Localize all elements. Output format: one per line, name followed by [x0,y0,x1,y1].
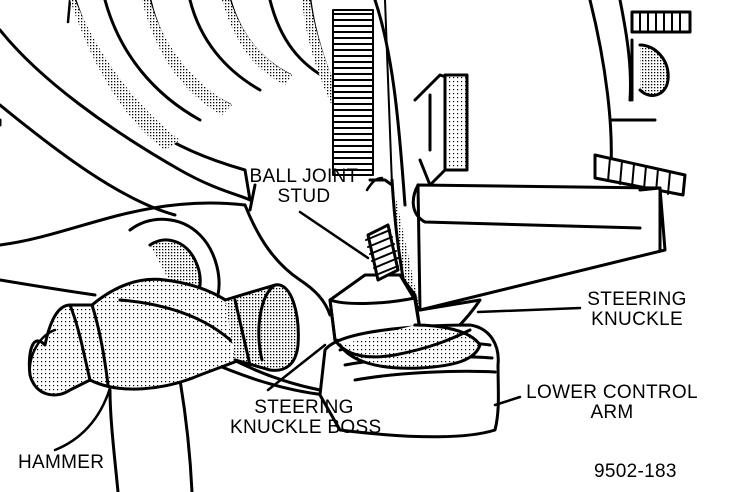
label-lower-control-arm: LOWER CONTROL ARM [516,383,708,423]
label-steering-knuckle-line1: STEERING [587,289,687,310]
label-steering-knuckle-boss-line2: KNUCKLE BOSS [230,417,382,438]
tone-ring [332,9,374,176]
rotor-hub [373,0,692,207]
leader-steering-knuckle [476,306,582,314]
label-ball-joint-stud: BALL JOINT STUD [248,167,360,207]
label-ball-joint-stud-line2: STUD [277,186,331,207]
label-hammer: HAMMER [18,452,105,473]
label-steering-knuckle-boss-line1: STEERING [254,397,354,418]
leader-hammer [53,386,112,452]
label-ball-joint-stud-line1: BALL JOINT [249,166,359,187]
leader-ball-joint-stud [298,210,370,260]
steering-knuckle-shape [368,178,667,332]
label-steering-knuckle-line2: KNUCKLE [591,309,683,330]
label-lower-control-arm-line2: ARM [590,402,634,423]
label-steering-knuckle-boss: STEERING KNUCKLE BOSS [230,397,382,438]
ball-joint-stud-shape [365,223,400,282]
label-steering-knuckle: STEERING KNUCKLE [582,290,692,330]
leader-knuckle-boss [266,343,327,392]
leader-lines [53,176,582,452]
lower-control-arm-housing [318,323,500,439]
figure-number: 9502-183 [594,461,677,482]
hammer-head [27,277,300,397]
label-lower-control-arm-line1: LOWER CONTROL [526,382,698,403]
leader-stud-squiggle [365,176,384,192]
leader-lower-control-arm [493,395,522,407]
